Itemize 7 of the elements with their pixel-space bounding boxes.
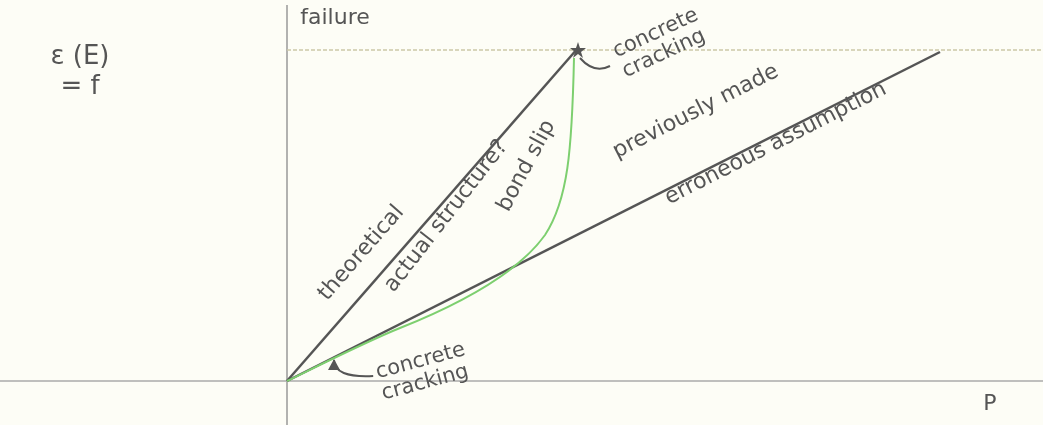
leader-line	[579, 57, 611, 70]
axis-label: ε (E) = f	[49, 40, 111, 100]
callout-text: concrete cracking	[373, 332, 491, 404]
star-mark	[570, 42, 586, 58]
failure-label: failure	[300, 3, 370, 29]
axis-label: P	[983, 389, 997, 415]
leader-line	[328, 359, 375, 378]
